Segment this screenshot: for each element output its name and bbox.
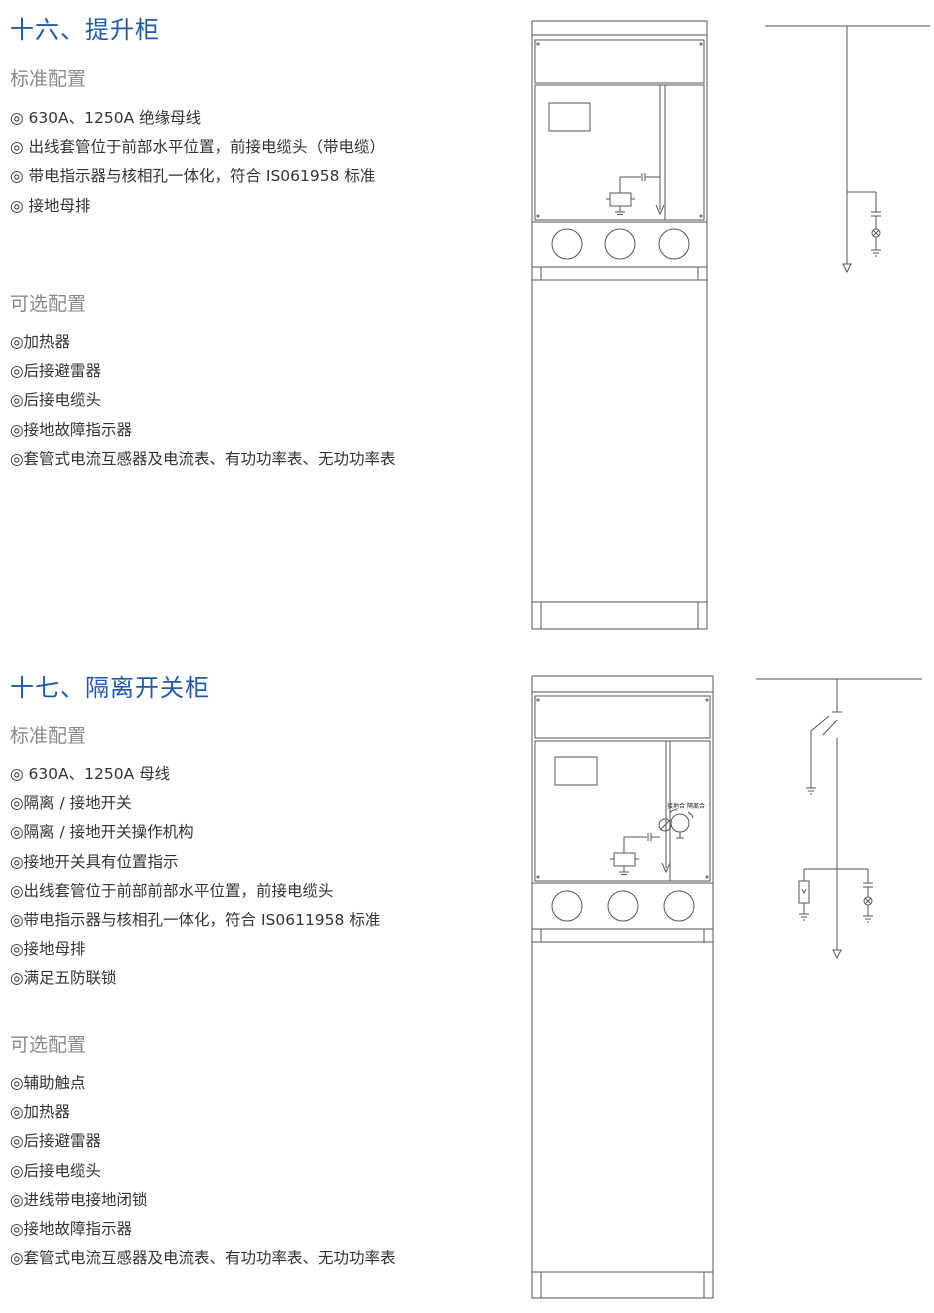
list-item: ◎加热器 <box>10 333 71 351</box>
cabinet-16-outline <box>531 20 708 630</box>
bushing-icon <box>604 228 636 260</box>
bushing-icon <box>607 890 639 922</box>
section-16-standard-list: ◎ 630A、1250A 绝缘母线 ◎ 出线套管位于前部水平位置，前接电缆头（带… <box>10 108 385 225</box>
screw-icon <box>699 42 703 46</box>
list-item: ◎带电指示器与核相孔一体化，符合 IS0611958 标准 <box>10 910 381 929</box>
cabinet-16-single-line-diagram <box>765 25 930 274</box>
screw-icon <box>536 42 540 46</box>
list-item: ◎后接电缆头 <box>10 1161 102 1180</box>
section-17-standard-title: 标准配置 <box>10 725 87 747</box>
list-item: ◎后接避雷器 <box>10 1132 102 1151</box>
lamp-icon <box>872 229 880 237</box>
operating-handle-icon <box>659 819 671 831</box>
section-17-optional-list: ◎辅助触点 ◎加热器 ◎后接避雷器 ◎后接电缆头 ◎进线带电接地闭锁 ◎接地故障… <box>10 1073 396 1277</box>
list-item: ◎加热器 <box>10 1103 71 1122</box>
list-item: ◎接地开关具有位置指示 <box>10 852 179 871</box>
arrow-down-icon <box>661 862 671 874</box>
section-17-optional-title: 可选配置 <box>10 1034 87 1056</box>
cabinet-16-plinth-top <box>531 266 708 281</box>
list-item: ◎ 630A、1250A 母线 <box>10 765 171 783</box>
bushing-icon <box>663 890 695 922</box>
list-item: ◎隔离 / 接地开关操作机构 <box>10 823 194 842</box>
cabinet-17-busbar-path <box>535 740 667 868</box>
screw-icon <box>705 698 709 702</box>
list-item: ◎接地故障指示器 <box>10 420 133 439</box>
cabinet-17-plinth-top <box>531 928 714 943</box>
list-item: ◎ 接地母排 <box>10 196 91 215</box>
bushing-icon <box>551 890 583 922</box>
section-16-standard-title: 标准配置 <box>10 68 87 90</box>
arrow-down-icon <box>832 949 842 960</box>
screw-icon <box>699 214 703 218</box>
list-item: ◎进线带电接地闭锁 <box>10 1190 148 1209</box>
bushing-icon <box>551 228 583 260</box>
arrow-down-icon <box>655 204 665 216</box>
earth-switch-line <box>810 715 830 788</box>
cabinet-16-device-wire <box>619 176 641 193</box>
cabinet-17-front-view <box>531 675 714 1299</box>
cabinet-16-front-view <box>531 20 708 630</box>
list-item: ◎接地故障指示器 <box>10 1219 133 1238</box>
cabinet-16-mechanism-panel <box>534 84 705 221</box>
voltage-indicator-icon <box>609 192 632 207</box>
isolator-blade-icon <box>822 719 838 736</box>
section-16-optional-title: 可选配置 <box>10 293 87 315</box>
cabinet-17-bushing-band <box>531 882 714 930</box>
screw-icon <box>536 698 540 702</box>
cabinet-16-busbar-path <box>535 84 661 210</box>
list-item: ◎出线套管位于前部前部水平位置，前接电缆头 <box>10 881 334 900</box>
list-item: ◎ 出线套管位于前部水平位置，前接电缆头（带电缆） <box>10 138 385 157</box>
screw-icon <box>536 875 540 879</box>
list-item: ◎隔离 / 接地开关 <box>10 794 132 813</box>
cabinet-17-single-line-diagram <box>756 678 922 960</box>
list-item: ◎满足五防联锁 <box>10 969 117 988</box>
cabinet-17-indicator-window <box>554 756 598 786</box>
cabinet-17-mechanism-panel <box>534 740 711 882</box>
lamp-icon <box>864 897 872 905</box>
cabinet-16-indicator-window <box>548 102 591 132</box>
list-item: ◎ 带电指示器与核相孔一体化，符合 IS061958 标准 <box>10 167 376 186</box>
cabinet-16-top-panel <box>534 39 705 84</box>
rotate-arrow-icon <box>669 809 678 814</box>
list-item: ◎后接电缆头 <box>10 391 102 410</box>
list-item: ◎套管式电流互感器及电流表、有功功率表、无功功率表 <box>10 449 396 468</box>
list-item: ◎后接避雷器 <box>10 362 102 381</box>
section-17-title: 十七、隔离开关柜 <box>10 674 210 702</box>
section-16-title: 十六、提升柜 <box>10 16 160 44</box>
operating-handle-icon <box>658 818 672 832</box>
operating-shaft-icon <box>670 813 690 833</box>
section-17-standard-list: ◎ 630A、1250A 母线 ◎隔离 / 接地开关 ◎隔离 / 接地开关操作机… <box>10 764 380 998</box>
isolate-close-label: 隔离合 <box>687 802 705 810</box>
section-16-optional-list: ◎加热器 ◎后接避雷器 ◎后接电缆头 ◎接地故障指示器 ◎套管式电流互感器及电流… <box>10 332 396 478</box>
cabinet-17-top-panel <box>534 695 711 739</box>
arrow-down-icon <box>842 263 852 274</box>
rotate-arrow-icon <box>687 811 694 819</box>
list-item: ◎接地母排 <box>10 940 86 959</box>
voltage-indicator-icon <box>613 852 636 867</box>
list-item: ◎ 630A、1250A 绝缘母线 <box>10 109 202 127</box>
screw-icon <box>536 214 540 218</box>
bushing-icon <box>658 228 690 260</box>
list-item: ◎辅助触点 <box>10 1074 86 1092</box>
list-item: ◎套管式电流互感器及电流表、有功功率表、无功功率表 <box>10 1249 396 1268</box>
earth-close-label: 接地合 <box>667 802 685 810</box>
cabinet-17-device-wire <box>623 836 647 853</box>
screw-icon <box>705 875 709 879</box>
cabinet-17-outline <box>531 675 714 1299</box>
surge-arrester-icon <box>801 888 807 895</box>
